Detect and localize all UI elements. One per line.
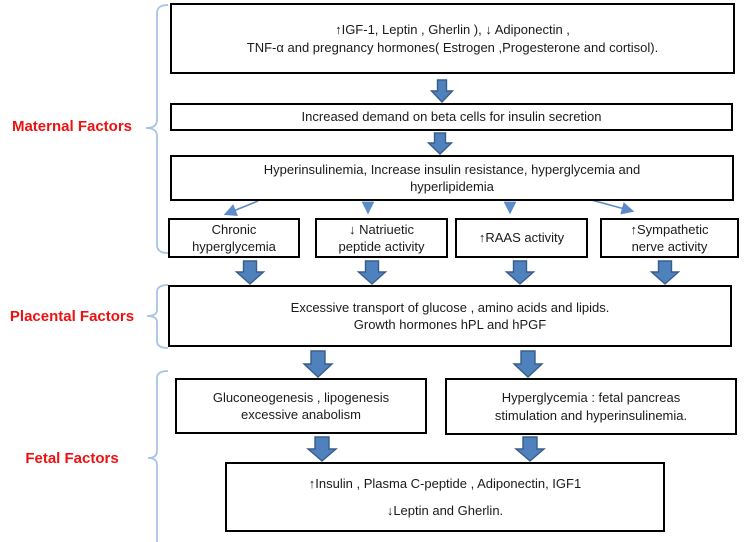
box-text-line: ↑Insulin , Plasma C-peptide , Adiponecti… xyxy=(308,475,582,491)
box-text-line: Hyperinsulinemia, Increase insulin resis… xyxy=(263,161,641,177)
box-text-line: ↓ Natriuetic xyxy=(348,221,415,237)
box-sympathetic-nerve: ↑Sympathetic nerve activity xyxy=(600,218,739,258)
box-text-line: Excessive transport of glucose , amino a… xyxy=(290,299,610,315)
maternal-factors-label: Maternal Factors xyxy=(11,118,133,135)
box-placental-transport: Excessive transport of glucose , amino a… xyxy=(168,285,732,347)
down-block-arrow-icon xyxy=(429,79,455,104)
connector-arrow-icon xyxy=(223,200,259,217)
box-text-line: Gluconeogenesis , lipogenesis xyxy=(212,389,390,405)
fetal-section-bracket xyxy=(147,370,169,542)
down-block-arrow-icon xyxy=(512,350,544,378)
box-text-line: Growth hormones hPL and hPGF xyxy=(353,317,547,332)
box-text-line: Increased demand on beta cells for insul… xyxy=(301,109,602,125)
box-gluconeogenesis: Gluconeogenesis , lipogenesis excessive … xyxy=(175,378,427,434)
box-text-line: ↑IGF-1, Leptin , Gherlin ), ↓ Adiponecti… xyxy=(335,22,570,38)
placental-factors-label: Placental Factors xyxy=(9,308,135,325)
box-text-line: peptide activity xyxy=(338,239,425,254)
box-text-line: stimulation and hyperinsulinemia. xyxy=(494,407,688,423)
down-block-arrow-icon xyxy=(649,260,681,285)
box-hyperinsulinemia: Hyperinsulinemia, Increase insulin resis… xyxy=(170,155,734,201)
fetal-factors-label: Fetal Factors xyxy=(25,450,119,467)
box-text-line: ↑RAAS activity xyxy=(478,230,565,246)
box-text-line: nerve activity xyxy=(631,239,708,254)
down-block-arrow-icon xyxy=(356,260,388,285)
down-block-arrow-icon xyxy=(302,350,334,378)
box-raas-activity: ↑RAAS activity xyxy=(455,218,588,258)
box-maternal-hormones: ↑IGF-1, Leptin , Gherlin ), ↓ Adiponecti… xyxy=(170,3,735,74)
box-fetal-hyperglycemia: Hyperglycemia : fetal pancreas stimulati… xyxy=(445,378,737,435)
down-block-arrow-icon xyxy=(514,436,546,462)
box-text-line: Hyperglycemia : fetal pancreas xyxy=(501,390,681,406)
placental-section-bracket xyxy=(146,284,169,349)
down-block-arrow-icon xyxy=(234,260,266,285)
box-text-line: excessive anabolism xyxy=(241,407,361,422)
down-block-arrow-icon xyxy=(504,260,536,285)
box-natriuetic-peptide: ↓ Natriuetic peptide activity xyxy=(315,218,448,258)
maternal-section-bracket xyxy=(145,4,169,254)
down-block-arrow-icon xyxy=(426,132,454,155)
box-fetal-markers: ↑Insulin , Plasma C-peptide , Adiponecti… xyxy=(225,462,665,532)
box-text-line: hyperglycemia xyxy=(192,239,276,254)
box-text-line: ↓Leptin and Gherlin. xyxy=(386,502,504,518)
box-chronic-hyperglycemia: Chronic hyperglycemia xyxy=(168,218,300,258)
box-text-line: hyperlipidemia xyxy=(410,179,494,194)
down-block-arrow-icon xyxy=(306,436,338,462)
box-text-line: Chronic xyxy=(211,221,257,237)
box-text-line: ↑Sympathetic xyxy=(630,221,709,237)
box-beta-cell-demand: Increased demand on beta cells for insul… xyxy=(170,103,733,131)
box-text-line: TNF-α and pregnancy hormones( Estrogen ,… xyxy=(246,39,659,55)
